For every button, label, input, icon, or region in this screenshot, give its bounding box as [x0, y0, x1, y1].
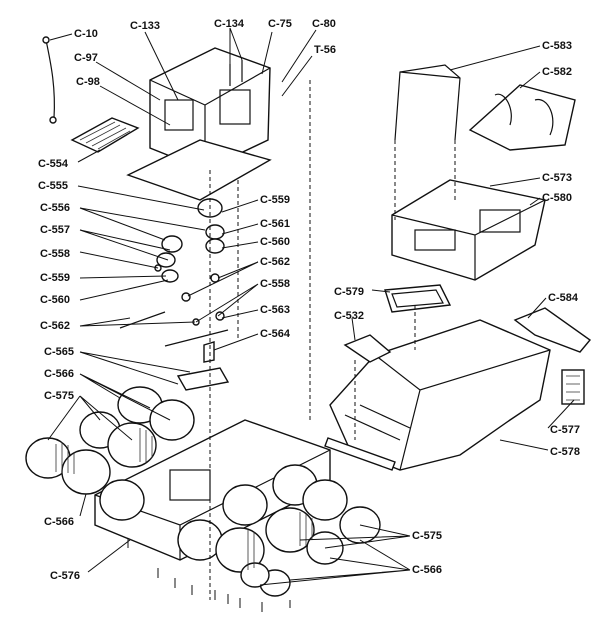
label-c-565: C-565	[44, 346, 74, 358]
bracket-part	[176, 341, 230, 391]
seats-part	[468, 84, 576, 151]
label-c-560-right: C-560	[260, 236, 290, 248]
leader-lines	[47, 27, 575, 586]
antenna-part	[42, 36, 57, 124]
label-c-98: C-98	[76, 76, 100, 88]
windshield-part	[384, 284, 452, 313]
label-c-564: C-564	[260, 328, 290, 340]
label-c-133: C-133	[130, 20, 160, 32]
label-c-134: C-134	[214, 18, 244, 30]
label-c-562-left: C-562	[40, 320, 70, 332]
assembly-guides-left	[209, 80, 311, 600]
label-c-560-left: C-560	[40, 294, 70, 306]
label-c-584: C-584	[548, 292, 578, 304]
label-c-557: C-557	[40, 224, 70, 236]
label-c-561: C-561	[260, 218, 290, 230]
label-c-566-right: C-566	[412, 564, 442, 576]
rear-bumper-part	[513, 307, 592, 353]
label-c-558-left: C-558	[40, 248, 70, 260]
label-c-580: C-580	[542, 192, 572, 204]
label-c-75: C-75	[268, 18, 292, 30]
label-c-556: C-556	[40, 202, 70, 214]
screws-part	[127, 538, 291, 612]
label-c-554: C-554	[38, 158, 68, 170]
interior-tub-part	[391, 179, 546, 281]
label-c-582: C-582	[542, 66, 572, 78]
label-c-575-left: C-575	[44, 390, 74, 402]
label-c-558-right: C-558	[260, 278, 290, 290]
label-c-566-top: C-566	[44, 368, 74, 380]
label-c-575-right: C-575	[412, 530, 442, 542]
gearbox-housing-part	[126, 47, 272, 201]
label-c-576: C-576	[50, 570, 80, 582]
wheels-part	[25, 386, 381, 597]
label-t-56: T-56	[314, 44, 337, 56]
roll-bar-part	[394, 64, 461, 141]
label-c-80: C-80	[312, 18, 336, 30]
label-c-97: C-97	[74, 52, 98, 64]
label-c-583: C-583	[542, 40, 572, 52]
label-c-559-left: C-559	[40, 272, 70, 284]
label-c-555: C-555	[38, 180, 68, 192]
label-c-577: C-577	[550, 424, 580, 436]
label-c-10: C-10	[74, 28, 98, 40]
grille-part	[343, 334, 392, 363]
assembly-guides-right	[354, 140, 456, 440]
label-c-532: C-532	[334, 310, 364, 322]
label-c-578: C-578	[550, 446, 580, 458]
circuit-board-part	[70, 117, 140, 153]
side-panel-part	[561, 369, 585, 405]
label-c-566-left: C-566	[44, 516, 74, 528]
label-c-579: C-579	[334, 286, 364, 298]
label-c-573: C-573	[542, 172, 572, 184]
label-c-563: C-563	[260, 304, 290, 316]
front-strip-part	[324, 437, 396, 471]
label-c-559-right: C-559	[260, 194, 290, 206]
label-c-562-right: C-562	[260, 256, 290, 268]
